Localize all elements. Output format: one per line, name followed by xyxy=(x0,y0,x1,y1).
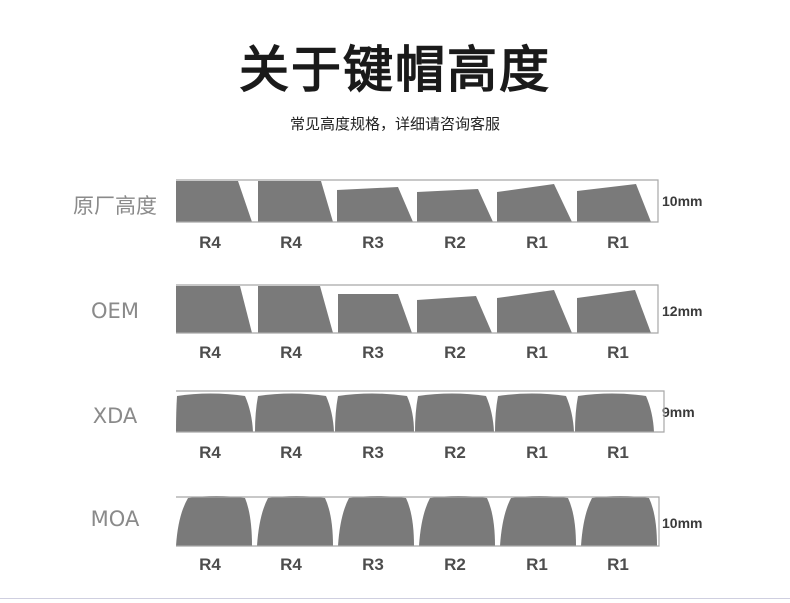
height-bracket xyxy=(176,284,659,334)
keycap-shape xyxy=(417,296,492,333)
row-label: R1 xyxy=(526,443,548,462)
keycap-shape xyxy=(417,189,493,222)
row-label: R4 xyxy=(280,233,302,252)
profile-label-oem: OEM xyxy=(91,299,139,323)
row-label: R1 xyxy=(526,233,548,252)
row-label: R4 xyxy=(199,233,221,252)
keycap-shape xyxy=(176,181,252,222)
row-label: R4 xyxy=(199,555,221,574)
profile-label-cherry: 原厂高度 xyxy=(73,194,157,218)
keycap-shape xyxy=(497,184,572,222)
keycap-shape xyxy=(577,184,651,222)
keycap-shape xyxy=(497,290,572,333)
profile-label-xda: XDA xyxy=(92,404,138,428)
bottom-divider xyxy=(0,598,790,599)
row-label: R2 xyxy=(444,233,466,252)
height-label-xda: 9mm xyxy=(662,404,695,420)
row-label: R3 xyxy=(362,443,384,462)
row-label: R1 xyxy=(526,555,548,574)
keycap-shape xyxy=(338,496,414,546)
row-label: R2 xyxy=(444,555,466,574)
row-label: R4 xyxy=(280,443,302,462)
row-label: R4 xyxy=(280,555,302,574)
height-bracket xyxy=(176,496,660,547)
keycap-shape xyxy=(575,393,654,432)
row-label: R1 xyxy=(607,443,629,462)
keycap-shape xyxy=(495,393,574,432)
row-label: R4 xyxy=(280,343,302,362)
row-label: R4 xyxy=(199,343,221,362)
row-label: R3 xyxy=(362,555,384,574)
row-label: R4 xyxy=(199,443,221,462)
keycap-shape xyxy=(337,187,413,222)
height-bracket xyxy=(176,179,659,223)
height-label-oem: 12mm xyxy=(662,303,703,319)
keycap-shape xyxy=(581,496,657,546)
height-bracket xyxy=(176,390,665,433)
row-label: R2 xyxy=(444,343,466,362)
row-label: R1 xyxy=(526,343,548,362)
keycap-shape xyxy=(255,393,334,432)
keycap-shape xyxy=(176,496,252,546)
keycap-shape xyxy=(419,496,495,546)
row-label: R3 xyxy=(362,343,384,362)
height-label-moa: 10mm xyxy=(662,515,703,531)
keycap-shape xyxy=(415,393,494,432)
row-label: R1 xyxy=(607,233,629,252)
row-label: R1 xyxy=(607,555,629,574)
keycap-shape xyxy=(258,286,333,333)
keycap-shape xyxy=(500,496,576,546)
row-label: R1 xyxy=(607,343,629,362)
page-title: 关于键帽高度 xyxy=(239,41,551,99)
profile-label-moa: MOA xyxy=(90,507,140,531)
keycap-shape xyxy=(176,286,252,333)
keycap-shape xyxy=(338,294,412,333)
row-label: R3 xyxy=(362,233,384,252)
keycap-shape xyxy=(257,496,333,546)
keycap-shape xyxy=(258,181,333,222)
keycap-shape xyxy=(577,290,651,333)
row-label: R2 xyxy=(444,443,466,462)
height-label-cherry: 10mm xyxy=(662,193,703,209)
keycap-shape xyxy=(176,393,253,432)
page-subtitle: 常见高度规格，详细请咨询客服 xyxy=(289,115,500,133)
keycap-shape xyxy=(335,393,414,432)
